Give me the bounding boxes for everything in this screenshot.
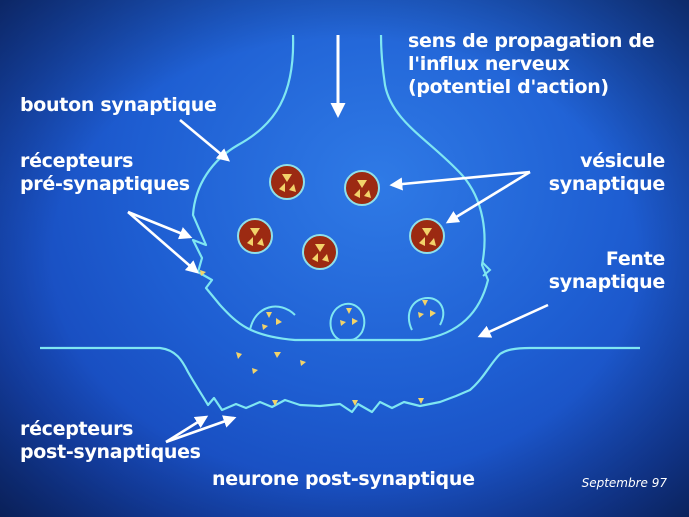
postsynaptic-membrane [40,346,640,414]
pointer-arrow-icon [127,119,549,444]
bouton-label: bouton synaptique [20,94,217,116]
vesicle-4 [302,234,338,270]
vesicle-5 [409,218,445,254]
post-receptors-line-2: post-synaptiques [20,441,201,463]
propagation-line-2: l'influx nerveux [408,53,570,75]
vesicle-line-2: synaptique [548,173,666,195]
post-receptors-line-1: récepteurs [20,418,134,440]
pre-receptor-right [481,261,492,277]
propagation-line-1: sens de propagation de [408,30,655,52]
vesicle-1 [269,164,305,200]
cleft-label: Fente synaptique [548,248,666,294]
propagation-line-3: (potentiel d'action) [408,76,609,98]
neurotransmitters [200,270,436,406]
pre-receptors-label: récepteurs pré-synaptiques [20,150,190,196]
pre-receptors-line-1: récepteurs [20,150,134,172]
vesicle-3 [237,218,273,254]
cleft-line-2: synaptique [548,271,666,293]
vesicle-2 [344,170,380,206]
pre-receptors-line-2: pré-synaptiques [20,173,190,195]
vesicle-label: vésicule synaptique [548,150,666,196]
post-neuron-label: neurone post-synaptique [212,468,475,490]
exocytosis-pocket-left [249,305,296,331]
date-stamp: Septembre 97 [581,476,667,490]
propagation-label: sens de propagation de l'influx nerveux … [408,30,655,99]
exocytosis-vesicle-middle [329,302,366,341]
cleft-line-1: Fente [605,248,665,270]
exocytosis-pocket-right [407,296,445,331]
vesicle-line-1: vésicule [580,150,665,172]
post-receptors-label: récepteurs post-synaptiques [20,418,201,464]
